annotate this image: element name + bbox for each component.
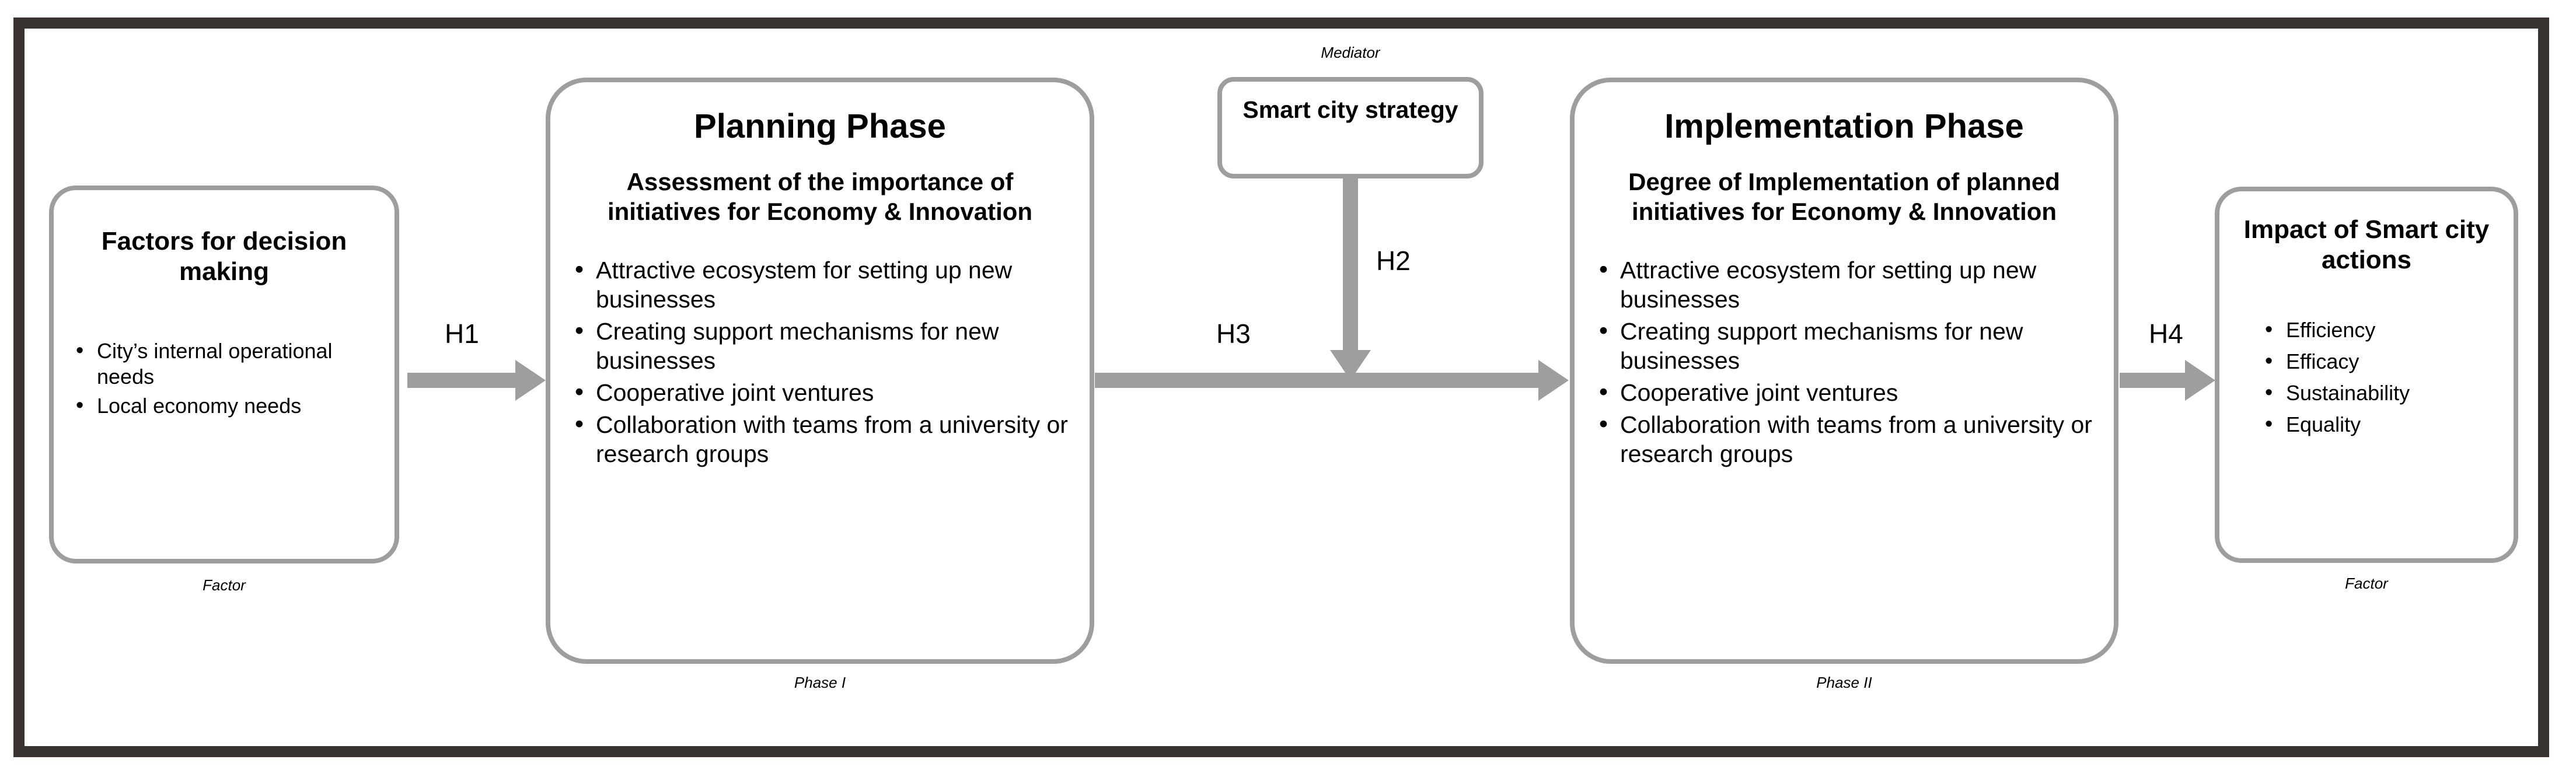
list-item: Creating support mechanisms for new busi… <box>1596 316 2094 375</box>
node-planning-phase: Planning Phase Assessment of the importa… <box>546 78 1094 664</box>
node-planning-subtitle: Assessment of the importance of initiati… <box>607 168 1033 225</box>
node-implementation-title: Implementation Phase <box>1664 107 2024 145</box>
node-planning-caption: Phase I <box>794 674 846 691</box>
node-impact-title: Impact of Smart city actions <box>2243 215 2490 274</box>
arrow-h3-label: H3 <box>1216 318 1251 349</box>
node-factors-bullet-list: City’s internal operational needs Local … <box>54 337 395 419</box>
list-item: Collaboration with teams from a universi… <box>1596 409 2094 468</box>
node-factors-for-decision-making: Factors for decision making City’s inter… <box>49 186 399 564</box>
node-planning-title: Planning Phase <box>694 107 946 145</box>
list-item: Collaboration with teams from a universi… <box>571 409 1070 468</box>
node-smart-city-strategy: Smart city strategy <box>1217 77 1484 178</box>
list-item: Local economy needs <box>72 392 382 419</box>
node-mediator-title: Smart city strategy <box>1242 96 1458 123</box>
list-item: Efficacy <box>2261 348 2514 374</box>
list-item: Efficiency <box>2261 316 2514 343</box>
node-impact-bullet-list: Efficiency Efficacy Sustainability Equal… <box>2219 316 2514 438</box>
arrow-h1-label: H1 <box>445 318 479 349</box>
list-item: Cooperative joint ventures <box>1596 377 2094 408</box>
arrow-h4-label: H4 <box>2149 318 2183 349</box>
arrow-h1-shaft <box>407 373 518 388</box>
node-factors-caption: Factor <box>203 576 246 594</box>
list-item: City’s internal operational needs <box>72 337 382 390</box>
node-factors-title: Factors for decision making <box>101 227 347 286</box>
node-implementation-subtitle: Degree of Implementation of planned init… <box>1628 168 2060 225</box>
list-item: Attractive ecosystem for setting up new … <box>1596 254 2094 314</box>
node-planning-bullet-list: Attractive ecosystem for setting up new … <box>550 254 1090 468</box>
list-item: Sustainability <box>2261 379 2514 406</box>
node-implementation-phase: Implementation Phase Degree of Implement… <box>1570 78 2118 664</box>
arrow-h4-shaft <box>2120 373 2187 388</box>
list-item: Creating support mechanisms for new busi… <box>571 316 1070 375</box>
node-implementation-bullet-list: Attractive ecosystem for setting up new … <box>1575 254 2114 468</box>
arrow-h1-head <box>515 360 546 401</box>
arrow-h4-head <box>2185 360 2215 401</box>
arrow-h3-shaft <box>1095 373 1541 388</box>
arrow-h2-shaft <box>1343 178 1358 354</box>
list-item: Equality <box>2261 411 2514 438</box>
arrow-h3-head <box>1538 360 1569 401</box>
arrow-h2-label: H2 <box>1376 246 1411 276</box>
list-item: Attractive ecosystem for setting up new … <box>571 254 1070 314</box>
node-impact-caption: Factor <box>2345 575 2388 592</box>
node-impact-of-smart-city-actions: Impact of Smart city actions Efficiency … <box>2215 187 2518 563</box>
node-mediator-caption: Mediator <box>1321 44 1380 61</box>
diagram-outer-frame <box>13 18 2549 757</box>
list-item: Cooperative joint ventures <box>571 377 1070 408</box>
node-implementation-caption: Phase II <box>1816 674 1872 691</box>
